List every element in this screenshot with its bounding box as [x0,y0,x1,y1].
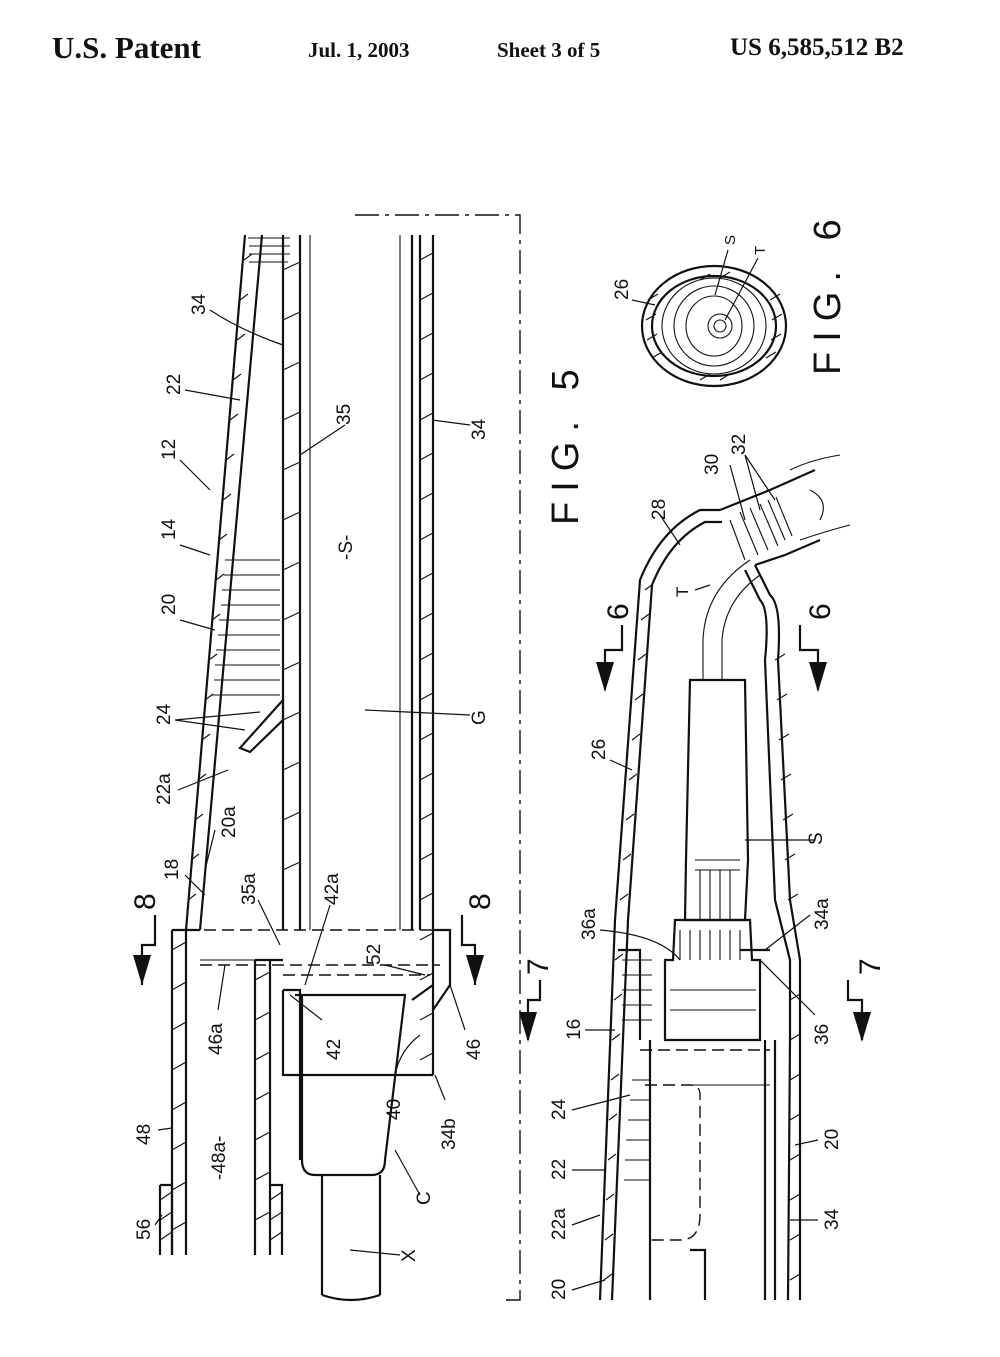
callout-24: 24 [154,703,175,725]
callout-20-handle-right: 20 [822,1129,843,1150]
callout-C: C [414,1191,435,1205]
callout-35: 35 [334,404,355,425]
patent-date: Jul. 1, 2003 [308,38,410,62]
fig6-callout-T: T [752,246,769,255]
fig5-handle-drawing [598,454,851,1301]
callout-S-handle: S [806,832,827,845]
callout-34-right: 34 [469,418,490,440]
section-6-right: 6 [804,603,837,620]
callout-12: 12 [159,439,180,460]
callout-42: 42 [324,1039,345,1060]
callout-24-handle: 24 [549,1098,570,1120]
callout-34: 34 [189,293,210,315]
callout-34a: 34a [812,898,833,930]
callout-20a: 20a [219,806,240,838]
callout-42a: 42a [322,873,343,905]
fig6-callout-S: S [722,235,739,245]
fig6-drawing: 26 S T FIG. 6 [612,209,849,388]
sheet-number: Sheet 3 of 5 [497,38,601,62]
patent-number: US 6,585,512 B2 [730,34,904,61]
callout-46: 46 [464,1039,485,1060]
section-8-left: 8 [129,893,162,910]
fig5-label: FIG. 5 [545,359,587,525]
callout-22: 22 [164,374,185,395]
fig6-callout-26: 26 [612,279,633,300]
callout-S: -S- [336,535,357,560]
callout-18: 18 [162,859,183,880]
callout-26: 26 [589,739,610,760]
section-7-left: 7 [522,958,555,975]
callout-20: 20 [159,594,180,615]
page-header: U.S. Patent Jul. 1, 2003 Sheet 3 of 5 US… [0,28,1000,78]
callout-32: 32 [729,434,750,455]
callout-20-handle: 20 [549,1279,570,1300]
callout-G: G [469,710,490,725]
callout-T: T [673,587,692,597]
callout-22-handle: 22 [549,1159,570,1180]
fig5-callouts: 34 22 12 14 20 24 22a 20a 18 35a 42a 35 … [129,293,587,1262]
callout-36: 36 [812,1024,833,1045]
callout-36a: 36a [579,908,600,940]
patent-label: U.S. Patent [52,30,201,65]
section-8-right: 8 [464,893,497,910]
fig6-label: FIG. 6 [807,209,849,375]
section-7-right: 7 [854,958,887,975]
callout-52: 52 [364,944,385,965]
callout-22a-handle: 22a [549,1208,570,1240]
callout-28: 28 [649,499,670,520]
callout-48a: -48a- [209,1136,230,1180]
callout-22a: 22a [154,773,175,805]
callout-14: 14 [159,518,180,540]
callout-30: 30 [702,454,723,475]
callout-35a: 35a [239,873,260,905]
fig5-drawing [158,214,521,1302]
callout-48: 48 [134,1124,155,1145]
callout-46a: 46a [206,1023,227,1055]
callout-X: X [399,1249,420,1262]
callout-34b: 34b [439,1118,460,1150]
fig5-handle-callouts: 28 30 32 6 6 T 26 S 36a 34a 36 7 7 16 24… [519,434,887,1300]
callout-40: 40 [384,1099,405,1120]
callout-16: 16 [564,1019,585,1040]
callout-34-handle: 34 [822,1208,843,1230]
callout-56: 56 [134,1219,155,1240]
section-6-left: 6 [602,603,635,620]
